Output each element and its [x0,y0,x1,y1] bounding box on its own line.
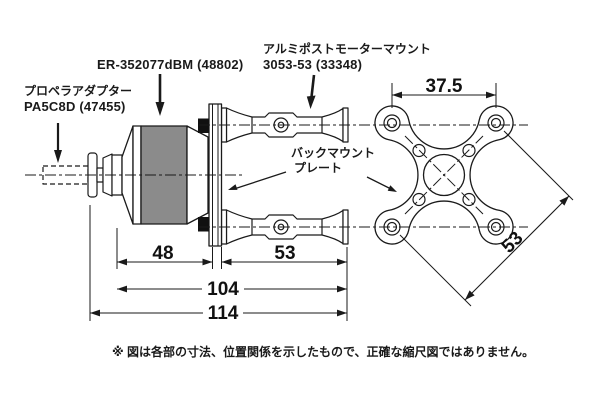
prop-adapter-part-number: PA5C8D (47455) [24,99,126,114]
dimension-53 [221,258,347,266]
propeller-shaft [42,165,89,185]
label-arrow-motor [155,74,165,116]
back-plate-line2: プレート [294,161,343,175]
label-back-plate: バックマウント プレート [291,146,375,176]
back-plate-line1: バックマウント [291,146,376,160]
dim-text-post-length: 53 [274,243,296,264]
dim-text-motor-and-post: 104 [188,279,258,301]
dim-text-hole-spacing: 37.5 [425,76,463,97]
prop-adapter-title: プロペラアダプター [24,84,133,98]
dimension-53-diagonal [399,130,574,307]
label-arrow-post-mount [306,74,316,109]
dimension-48 [117,258,213,266]
post-mount-title: アルミポストモーターマウント [263,42,431,56]
post-mount-part-number: 3053-53 (33348) [263,57,363,72]
label-arrow-back-plate-left [228,171,287,190]
label-prop-adapter: プロペラアダプター PA5C8D (47455) [24,84,132,114]
dim-text-motor-length: 48 [152,243,174,264]
label-post-mount: アルミポストモーターマウント 3053-53 (33348) [263,42,431,72]
mount-screws [198,118,209,232]
dimension-37-5 [391,83,497,108]
center-lines [25,124,528,228]
scale-disclaimer-note: ※ 図は各部の寸法、位置関係を示したもので、正確な縮尺図ではありません。 [112,345,535,359]
extension-lines [89,205,348,321]
dim-text-overall: 114 [188,303,258,325]
label-arrow-back-plate-right [366,176,397,192]
label-arrow-prop-adapter [54,123,62,163]
label-motor-part-number: ER-352077dBM (48802) [97,57,244,72]
